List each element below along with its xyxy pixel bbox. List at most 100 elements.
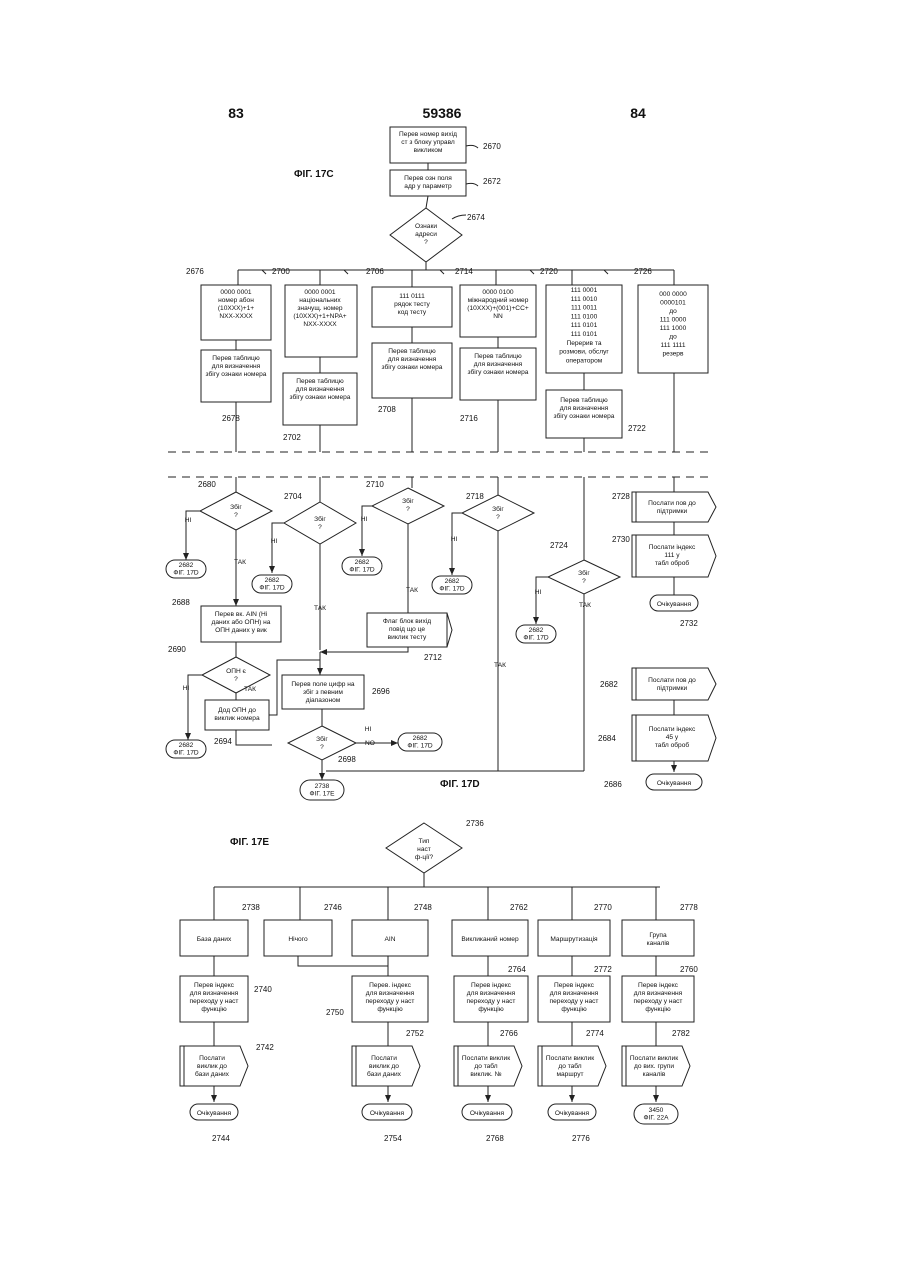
reference-numeral: 2736: [466, 819, 484, 828]
node-text-line: База даних: [197, 936, 232, 943]
node-text-line: ф-ції?: [415, 853, 434, 861]
node-text-line: збігу ознаки номера: [468, 368, 529, 376]
node-text-line: ?: [320, 744, 324, 751]
reference-numeral: 2764: [508, 965, 526, 974]
node-text-line: функцію: [645, 1005, 670, 1013]
node-text-line: наст: [417, 846, 431, 853]
node-text-line: 111 0111: [399, 293, 425, 300]
reference-numeral: 2738: [242, 903, 260, 912]
node-text-line: ОПН є: [226, 668, 246, 675]
node-text-line: AIN: [385, 936, 396, 943]
node-text-line: 45 у: [666, 734, 679, 741]
connector-text: ФІГ. 17D: [173, 570, 199, 577]
node-text-line: 111 0010: [571, 296, 598, 303]
reference-numeral: 2742: [256, 1043, 274, 1052]
send-box: [632, 492, 716, 522]
node-text-line: Послати: [199, 1055, 225, 1062]
node-text-line: Перев озн поля: [404, 175, 452, 182]
branch-label: ТАК: [494, 662, 506, 669]
node-text-line: Перев таблицю: [560, 396, 607, 404]
reference-numeral: 2772: [594, 965, 612, 974]
node-text-line: виклик. №: [470, 1071, 501, 1078]
node-text-line: 0000 0001: [304, 289, 336, 296]
node-text-line: 0000101: [660, 300, 686, 307]
node-text-line: Послати: [371, 1055, 397, 1062]
node-text-line: Перев таблицю: [474, 352, 521, 360]
node-text-line: переходу у наст: [190, 998, 239, 1005]
node-text-line: Перев таблицю: [388, 347, 435, 355]
node-text-line: Викликаний номер: [461, 935, 519, 943]
node-text-line: для визначення: [388, 356, 437, 363]
reference-numeral: 2754: [384, 1134, 402, 1143]
node-text-line: Перев вк. AIN (Ні: [215, 610, 268, 618]
node-text-line: виклик тесту: [388, 634, 427, 641]
figure-label-17d: ФІГ. 17D: [440, 779, 480, 790]
node-text-line: переходу у наст: [366, 998, 415, 1005]
decision-diamond: [200, 492, 272, 530]
connector-text: ФІГ. 22A: [643, 1115, 669, 1122]
node-text-line: ?: [234, 512, 238, 519]
node-text-line: Перев. індекс: [369, 981, 411, 989]
node-text-line: Збіг: [578, 569, 590, 577]
node-text-line: табл оброб: [655, 741, 690, 749]
node-text-line: каналів: [647, 939, 670, 947]
node-text-line: Послати виклик: [630, 1055, 678, 1062]
node-text-line: Послати пов до: [648, 677, 696, 684]
node-text-line: Тип: [419, 838, 430, 845]
reference-numeral: 2700: [272, 267, 290, 276]
node-text-line: ст з блоку управл: [401, 138, 455, 146]
node-text-line: міжнародний номер: [468, 296, 529, 304]
connector-text: ФІГ. 17D: [407, 743, 433, 750]
node-text-line: для визначення: [190, 990, 239, 997]
reference-numeral: 2722: [628, 424, 646, 433]
node-text-line: Збіг: [230, 503, 242, 511]
node-text-line: (10XXX)+1+NPA+: [293, 313, 346, 320]
node-text-line: переходу у наст: [550, 998, 599, 1005]
node-text-line: Перев індекс: [194, 981, 235, 989]
node-text-line: Перев індекс: [554, 981, 595, 989]
reference-numeral: 2698: [338, 755, 356, 764]
node-text-line: Очікування: [657, 600, 692, 608]
node-text-line: національних: [299, 296, 341, 304]
branch-label: НІ: [535, 589, 542, 596]
node-text-line: виклик номера: [214, 715, 260, 722]
reference-numeral: 2676: [186, 267, 204, 276]
node-text-line: ?: [582, 578, 586, 585]
decision-diamond: [202, 657, 270, 693]
node-text-line: Послати індекс: [649, 543, 696, 551]
connector-text: ФІГ. 17D: [349, 567, 375, 574]
decision-diamond: [284, 502, 356, 544]
connector-text: 2682: [265, 577, 280, 584]
node-text-line: збігу ознаки номера: [554, 412, 615, 420]
node-text-line: збіг з певним: [303, 688, 343, 696]
node-text-line: NN: [493, 313, 503, 320]
node-text-line: викликом: [414, 147, 443, 154]
node-text-line: Маршрутизація: [550, 935, 598, 943]
reference-numeral: 2686: [604, 780, 622, 789]
reference-numeral: 2766: [500, 1029, 518, 1038]
connector-text: ФІГ. 17E: [309, 791, 335, 798]
node-text-line: 111 0000: [660, 317, 687, 324]
reference-numeral: 2774: [586, 1029, 604, 1038]
reference-numeral: 2726: [634, 267, 652, 276]
node-text-line: 0000 0100: [482, 289, 514, 296]
node-text-line: для визначення: [296, 386, 345, 393]
node-text-line: Послати індекс: [649, 725, 696, 733]
node-text-line: Флаг блок вихід: [383, 617, 431, 625]
node-text-line: функцію: [377, 1005, 402, 1013]
reference-numeral: 2694: [214, 737, 232, 746]
connector-text: ФІГ. 17D: [173, 750, 199, 757]
reference-numeral: 2690: [168, 645, 186, 654]
node-text-line: каналів: [643, 1070, 666, 1078]
reference-numeral: 2762: [510, 903, 528, 912]
reference-numeral: 2688: [172, 598, 190, 607]
reference-numeral: 2720: [540, 267, 558, 276]
node-text-line: 111 0011: [571, 305, 597, 312]
reference-numeral: 2710: [366, 480, 384, 489]
node-text-line: рядок тесту: [394, 301, 430, 308]
connector-text: 2682: [445, 578, 460, 585]
node-text-line: Ознаки: [415, 223, 437, 230]
node-text-line: 111 0101: [571, 331, 598, 338]
node-text-line: даних або ОПН) на: [212, 618, 271, 626]
node-text-line: переходу у наст: [634, 998, 683, 1005]
